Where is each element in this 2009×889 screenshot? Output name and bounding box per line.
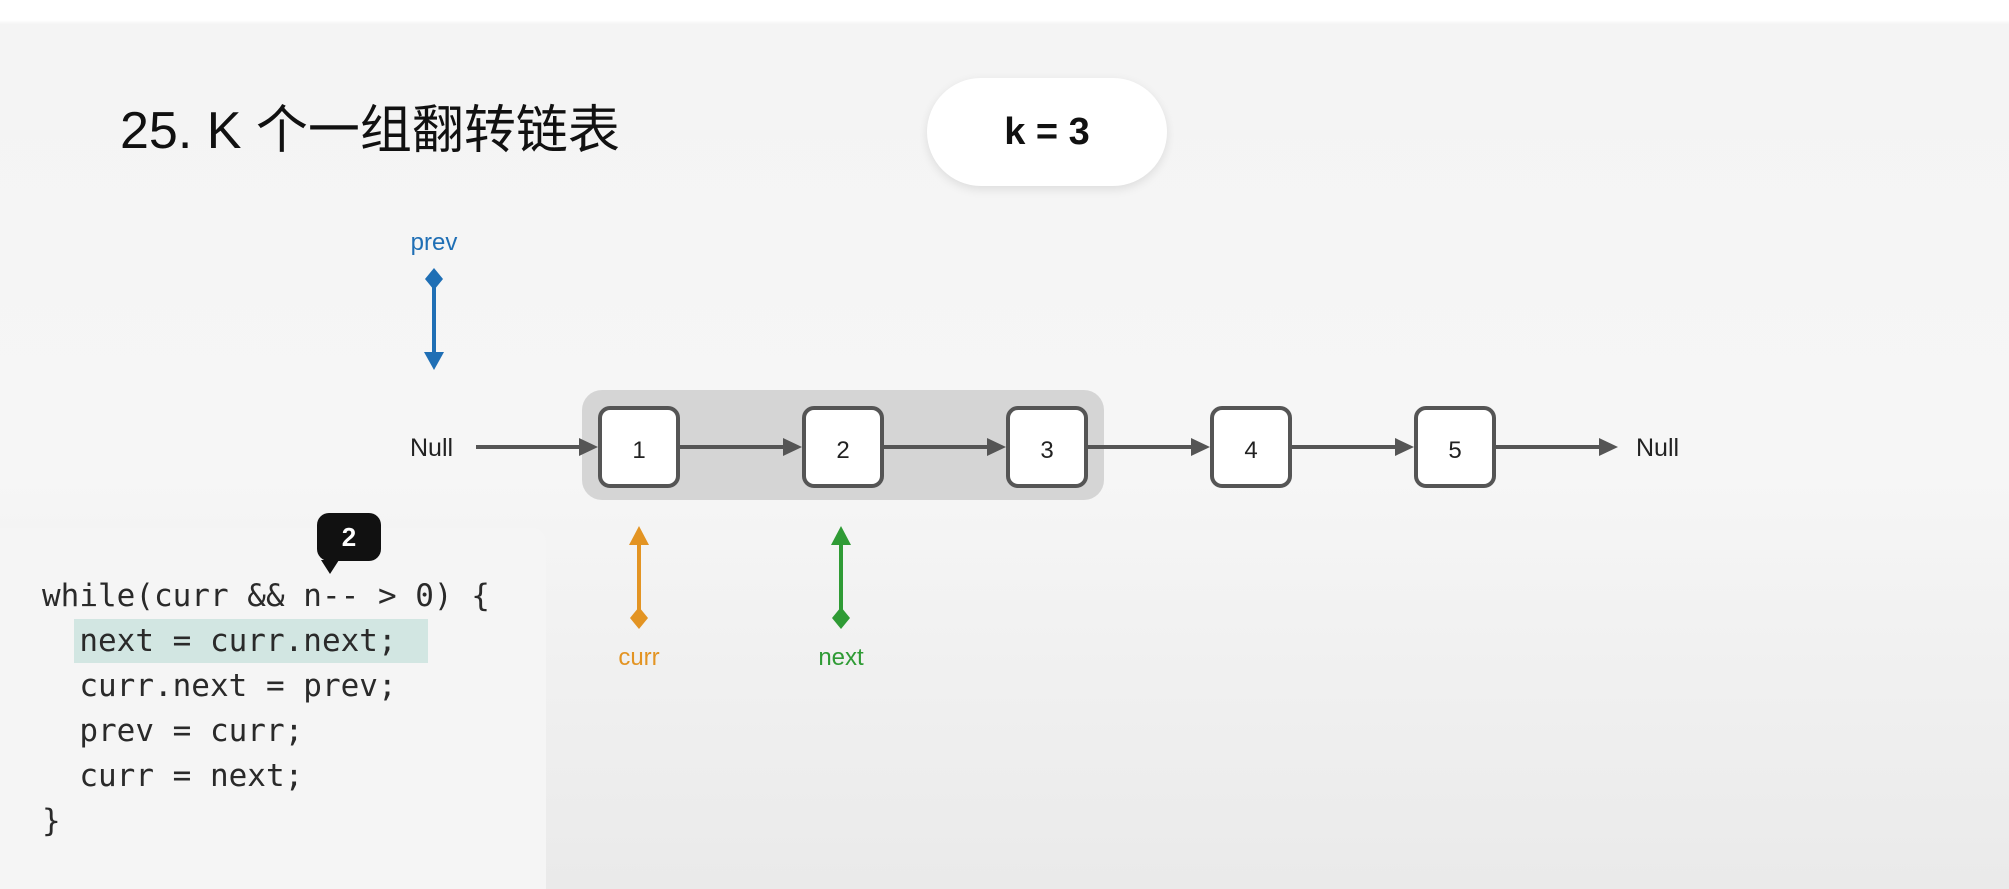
page-title: 25. K 个一组翻转链表 (120, 102, 620, 160)
code-line-4: prev = curr; (42, 713, 304, 749)
code-line-3: curr.next = prev; (42, 668, 397, 704)
current-line-highlight (74, 619, 428, 663)
code-line-6: } (42, 803, 61, 839)
code-panel (0, 528, 546, 889)
prev-pointer-label: prev (411, 229, 458, 256)
node-5-value: 5 (1448, 437, 1461, 464)
node-4-value: 4 (1244, 437, 1257, 464)
tail-null-label: Null (1636, 434, 1679, 462)
code-line-5: curr = next; (42, 758, 304, 794)
curr-pointer-arrow (629, 526, 649, 629)
next-pointer-arrow (831, 526, 851, 629)
k-value-badge: k = 3 (927, 78, 1167, 186)
list-arrowheads (579, 438, 1618, 456)
node-3-value: 3 (1040, 437, 1053, 464)
head-null-label: Null (410, 434, 453, 462)
code-line-2: next = curr.next; (42, 623, 397, 659)
list-node-1: 1 (598, 406, 680, 488)
list-node-3: 3 (1006, 406, 1088, 488)
code-line-1: while(curr && n-- > 0) { (42, 578, 490, 614)
step-counter-badge: 2 (317, 513, 381, 574)
list-node-5: 5 (1414, 406, 1496, 488)
list-node-4: 4 (1210, 406, 1292, 488)
node-2-value: 2 (836, 437, 849, 464)
next-pointer-label: next (818, 644, 864, 671)
node-1-value: 1 (632, 437, 645, 464)
curr-pointer-label: curr (618, 644, 659, 671)
list-node-2: 2 (802, 406, 884, 488)
prev-pointer-arrow (424, 268, 444, 370)
